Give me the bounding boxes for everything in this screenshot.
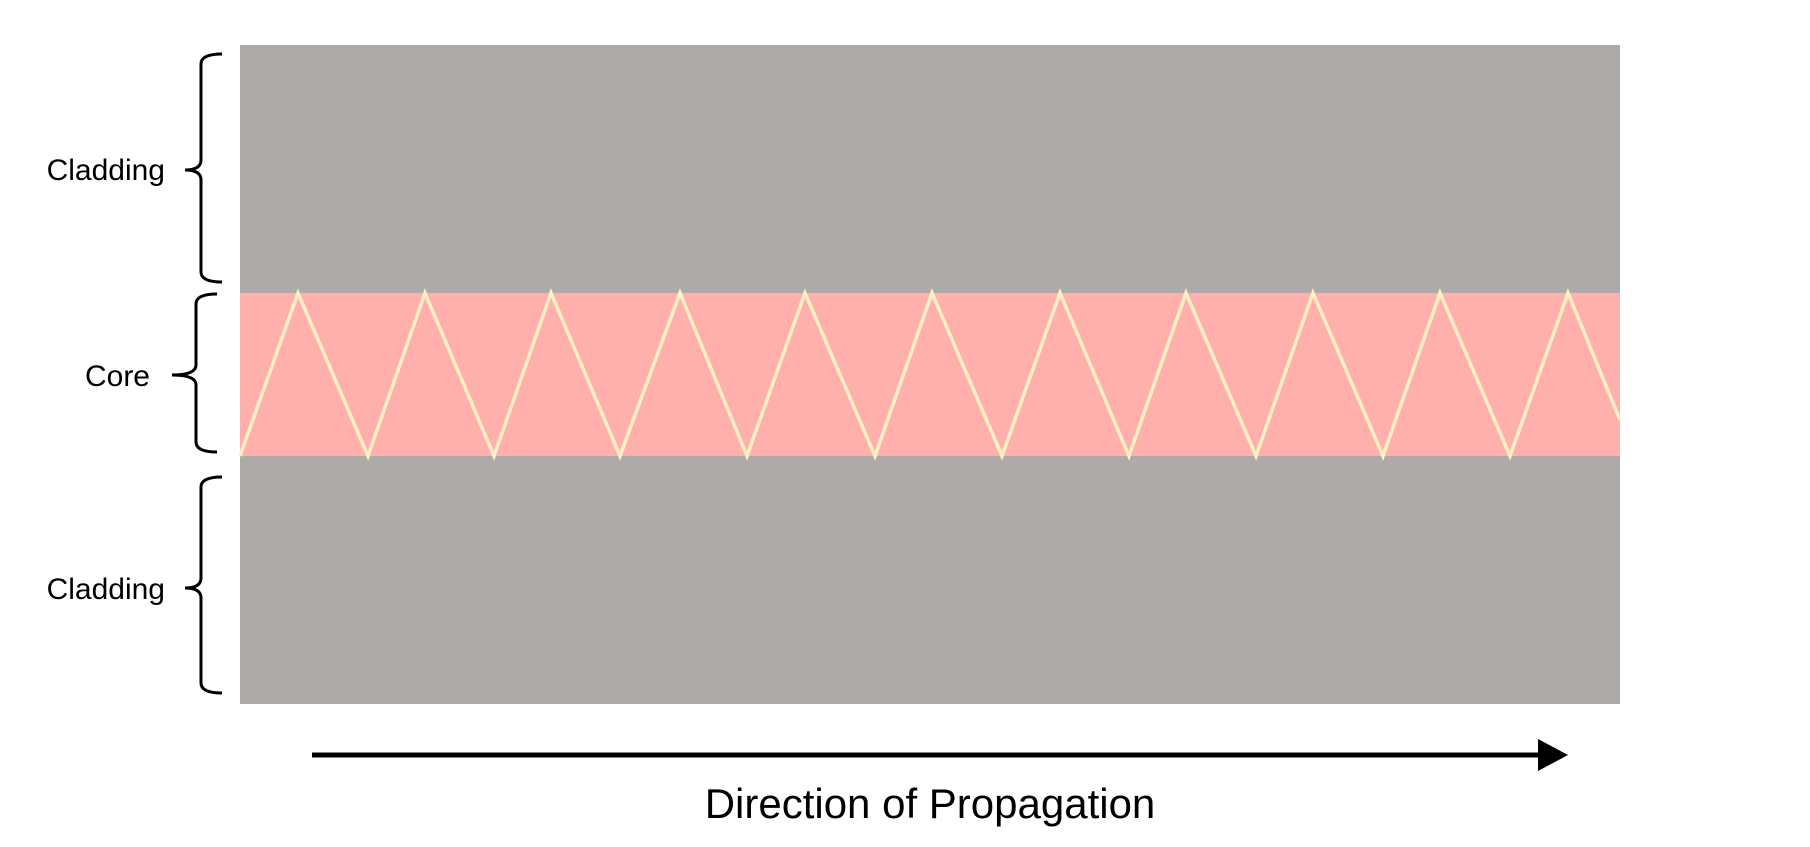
direction-label: Direction of Propagation [705, 780, 1156, 827]
cladding-top-label: Cladding [47, 154, 165, 187]
core-bracket [171, 292, 218, 454]
cladding-bottom-bracket [184, 475, 223, 695]
cladding-bottom-label: Cladding [47, 573, 165, 606]
light-ray-zigzag [238, 288, 1622, 461]
cladding-top-layer [240, 45, 1620, 293]
core-label: Core [85, 360, 150, 393]
propagation-arrow-head [1538, 739, 1568, 771]
core-layer [240, 293, 1620, 456]
cladding-bottom-layer [240, 456, 1620, 704]
cladding-top-bracket [184, 52, 223, 284]
